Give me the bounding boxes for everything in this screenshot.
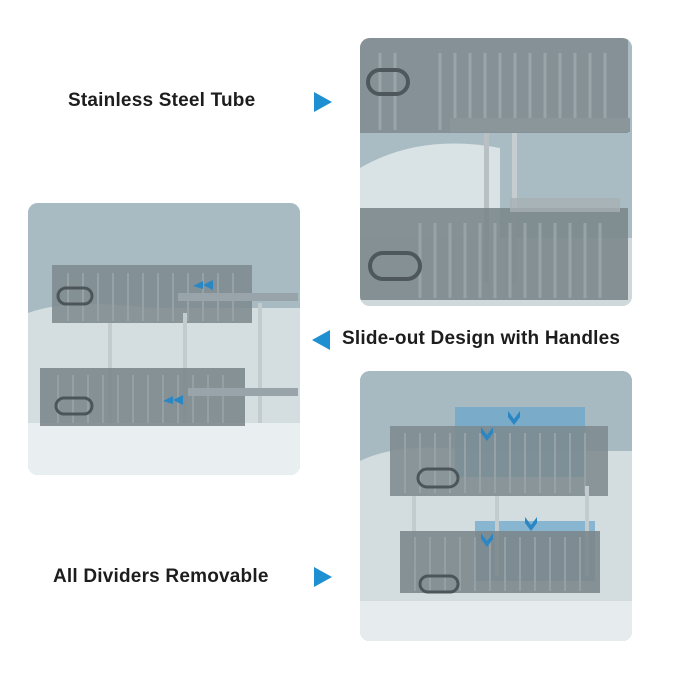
double-chevron-icon <box>481 411 537 547</box>
triangle-right-icon <box>314 92 332 112</box>
photo-stainless-steel-tube <box>360 38 632 306</box>
caption-all-dividers-removable: All Dividers Removable <box>53 566 269 587</box>
organizer-dividers-illustration <box>360 371 632 641</box>
photo-all-dividers-removable <box>360 371 632 641</box>
caption-slide-out-design: Slide-out Design with Handles <box>342 328 621 349</box>
organizer-side-view-illustration <box>28 203 300 475</box>
double-chevron-icon <box>163 280 213 405</box>
caption-stainless-steel-tube: Stainless Steel Tube <box>68 90 256 111</box>
photo-slide-out-design <box>28 203 300 475</box>
triangle-right-icon <box>314 567 332 587</box>
triangle-left-icon <box>312 330 330 350</box>
organizer-closeup-illustration <box>360 38 632 306</box>
